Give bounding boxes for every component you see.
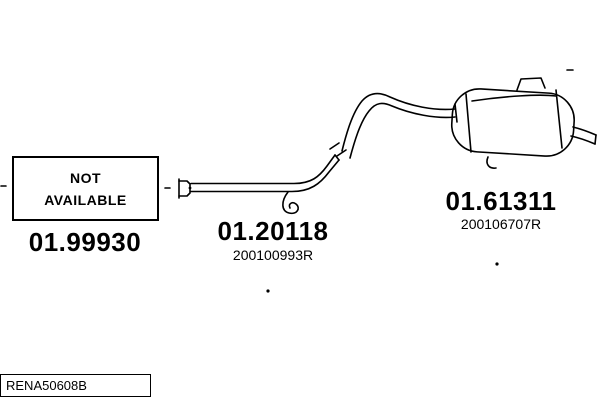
not-available-line1: NOT <box>69 169 102 186</box>
not-available-line2: AVAILABLE <box>44 191 127 208</box>
part-number-rear-silencer: 01.61311 <box>445 186 557 216</box>
drawing-code: RENA50608B <box>6 378 87 393</box>
rear-silencer-drawing <box>341 69 597 169</box>
part-number-unavailable: 01.99930 <box>28 227 142 257</box>
drawing-code-box: RENA50608B <box>0 374 151 397</box>
oe-reference-rear-silencer: 200106707R <box>460 216 542 232</box>
centre-pipe-drawing <box>178 142 347 215</box>
part-number-centre-pipe: 01.20118 <box>217 216 329 246</box>
marker-dots <box>266 262 499 293</box>
connector-tick-marks <box>0 185 171 189</box>
not-available-box: NOT AVAILABLE <box>12 156 159 221</box>
oe-reference-centre-pipe: 200100993R <box>232 247 314 263</box>
